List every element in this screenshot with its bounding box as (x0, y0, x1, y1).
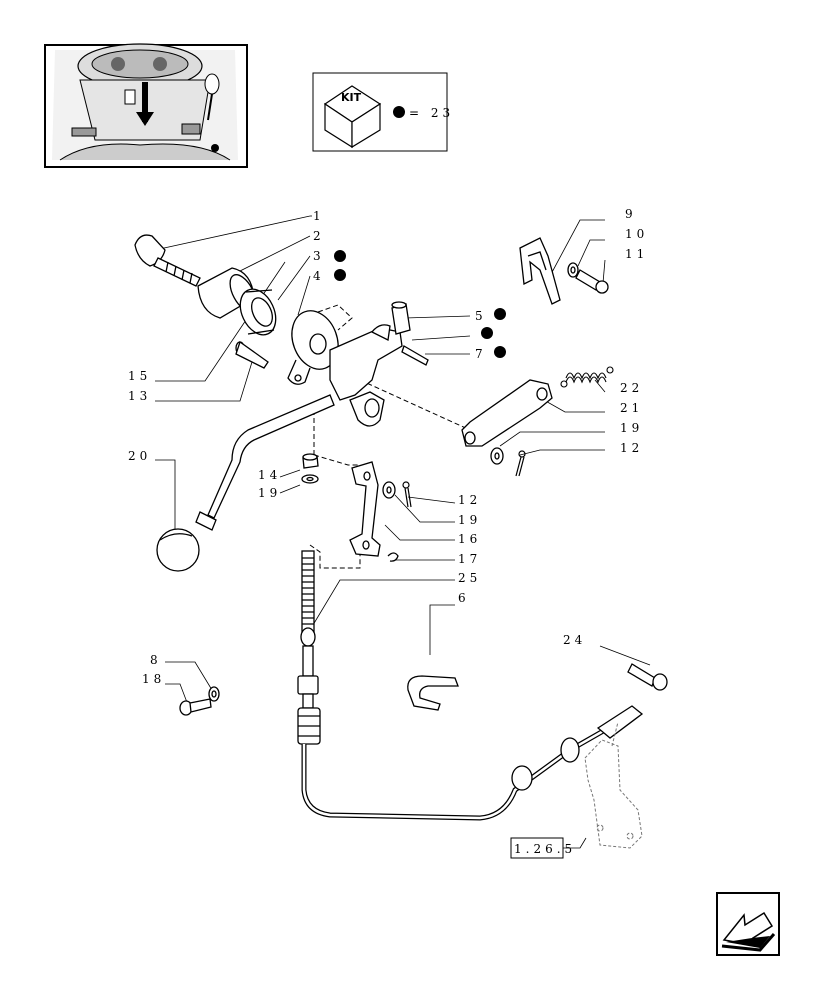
reference-label: 1.26.5 (514, 842, 576, 856)
reference-box[interactable]: 1.26.5 (510, 837, 587, 859)
part-11-screw (575, 269, 609, 294)
kit-dot-icon (481, 327, 493, 339)
part-22-spring (560, 366, 614, 388)
callout-20: 20 (128, 449, 151, 463)
callout-2: 2 (313, 229, 325, 243)
callout-18: 18 (142, 672, 165, 686)
callout-14: 14 (258, 468, 281, 482)
part-19-washer-b (301, 474, 319, 484)
callout-12-b: 12 (458, 493, 481, 507)
part-12-cotter-pin-a (515, 450, 526, 477)
ghost-mounting-bracket (584, 721, 643, 849)
part-8-washer (208, 686, 220, 702)
part-19-washer-a (490, 447, 504, 465)
part-13-pin (235, 340, 269, 369)
callout-19-b: 19 (258, 486, 281, 500)
kit-dot-icon (334, 269, 346, 281)
callout-19-a: 19 (620, 421, 643, 435)
part-19-washer-c (382, 481, 396, 499)
lever-bracket (329, 301, 429, 427)
kit-markers (334, 250, 506, 358)
callout-21: 21 (620, 401, 643, 415)
callout-6: 6 (458, 591, 470, 605)
part-12-cotter-pin-b (402, 481, 412, 508)
callout-24: 24 (563, 633, 586, 647)
part-20-gear-lever (156, 394, 335, 572)
part-4-plate (287, 310, 339, 385)
kit-badge: KIT (341, 91, 362, 104)
kit-legend: KIT = 23 (312, 72, 454, 152)
callout-13: 13 (128, 389, 151, 403)
part-14-bushing (302, 453, 319, 469)
kit-dot-icon (494, 346, 506, 358)
callout-22: 22 (620, 381, 643, 395)
kit-box-icon (323, 85, 382, 149)
callout-labels: 1 2 3 4 5 7 9 10 11 22 21 19 12 15 13 20… (128, 207, 648, 686)
callout-11: 11 (625, 247, 648, 261)
part-24-bolt (627, 663, 668, 691)
part-1-knob-bolt (134, 234, 201, 287)
part-3-bearing (239, 288, 277, 336)
callout-8: 8 (150, 653, 162, 667)
callout-15: 15 (128, 369, 151, 383)
callout-3: 3 (313, 249, 325, 263)
part-10-washer (567, 262, 579, 278)
callout-4: 4 (313, 269, 325, 283)
part-6-clamp (407, 675, 459, 711)
callout-9: 9 (625, 207, 637, 221)
kit-dot-icon (334, 250, 346, 262)
callout-17: 17 (458, 552, 481, 566)
callout-5: 5 (475, 309, 487, 323)
kit-dot-icon (494, 308, 506, 320)
part-9-clip (519, 237, 561, 305)
part-18-bolt (179, 698, 212, 716)
part-21-link-arm (461, 379, 553, 447)
callout-12-a: 12 (620, 441, 643, 455)
part-16-selector-arm (349, 461, 381, 557)
tractor-cab-thumbnail (44, 43, 248, 168)
kit-legend-text: = 23 (409, 106, 454, 120)
leader-lines (154, 215, 651, 706)
callout-1: 1 (313, 209, 325, 223)
callout-7: 7 (475, 347, 487, 361)
callout-16: 16 (458, 532, 481, 546)
callout-25: 25 (458, 571, 481, 585)
assembly-lines (309, 304, 471, 569)
part-25-cable (297, 550, 644, 821)
callout-19-c: 19 (458, 513, 481, 527)
callout-10: 10 (625, 227, 648, 241)
kit-dot-icon (393, 106, 405, 118)
back-arrow-icon[interactable] (716, 892, 780, 956)
part-17-clip (387, 552, 399, 562)
